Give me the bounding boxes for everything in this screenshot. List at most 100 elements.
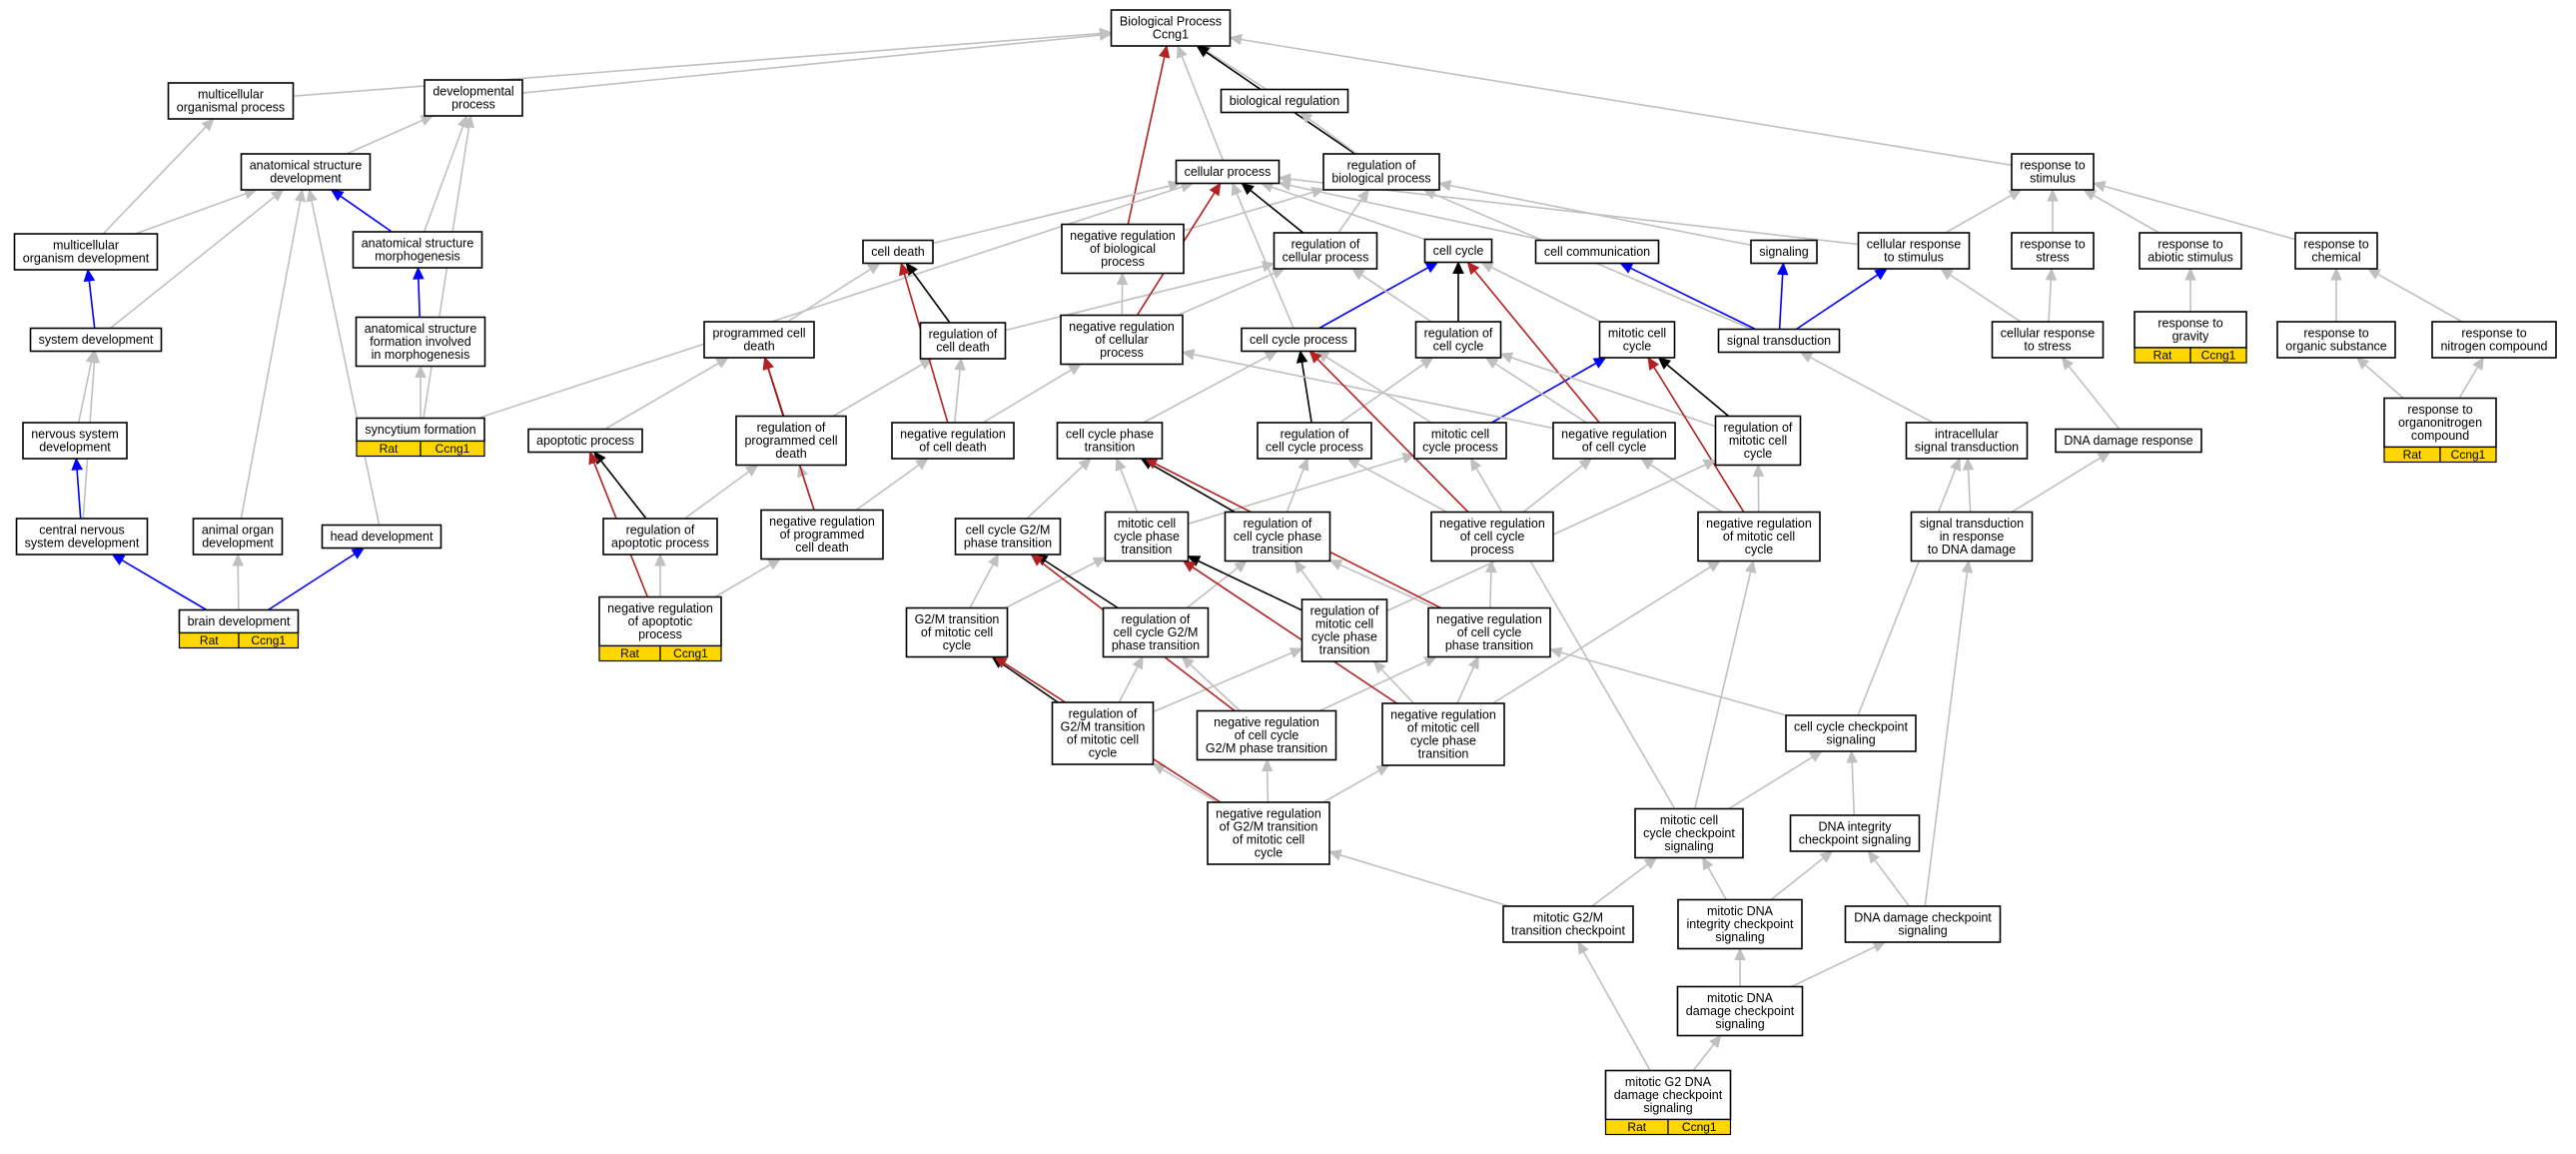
edge-is-a-nsd-to-sysdev <box>77 362 93 424</box>
go-term-node-ddr: DNA damage response <box>2055 428 2202 454</box>
node-box <box>954 518 1062 556</box>
node-label-line: of biological <box>1090 242 1156 256</box>
edge-is-a-stdd-to-ist <box>1967 469 1972 513</box>
edge-is-a-cellcycle-to-cellp <box>1271 186 1425 241</box>
edge-is-a-rcp-to-regbp <box>1337 198 1363 234</box>
species-tag-label: Rat <box>1627 1120 1646 1134</box>
edge-arrowhead <box>1068 363 1083 376</box>
node-label-line: signal transduction <box>1920 517 2024 531</box>
node-label-line: anatomical structure <box>362 237 474 251</box>
edge-is-a-asd-to-devp <box>346 119 424 155</box>
edge-is-a-mod-to-asd <box>135 193 247 235</box>
edge-arrowhead <box>1578 458 1593 471</box>
edge-arrowhead <box>1776 262 1789 276</box>
edge-is-a-g2mt-to-mccpt <box>1005 562 1097 609</box>
edge-arrowhead <box>111 554 126 566</box>
edge-arrowhead <box>83 268 96 283</box>
edge-part-of-rcp-to-cellp <box>1250 189 1304 234</box>
edge-positively-regulates-bd-to-cnsd <box>121 559 208 611</box>
edge-part-of-rmccpt-to-mccpt <box>1198 560 1302 611</box>
go-term-node-breg: biological regulation <box>1220 88 1349 114</box>
edge-arrowhead <box>306 188 318 203</box>
edge-is-a-ddr-to-crstress <box>2068 366 2121 431</box>
node-label-line: cellular process <box>1283 251 1369 265</box>
edge-arrowhead <box>1241 182 1255 196</box>
node-label-line: negative regulation <box>1439 517 1545 531</box>
node-label-line: syncytium formation <box>365 423 475 437</box>
species-tag-label: Rat <box>2403 448 2422 462</box>
edge-is-a-rcc-to-rcp <box>1360 274 1432 323</box>
node-box <box>1714 415 1802 467</box>
node-label-line: cell cycle process <box>1250 333 1347 347</box>
node-label-line: of cell cycle <box>1457 625 1522 639</box>
node-label-line: anatomical structure <box>250 159 363 173</box>
node-label-line: cell death <box>936 341 990 355</box>
go-term-node-signaling: signaling <box>1750 239 1818 265</box>
edge-is-a-syncf-to-devp <box>423 126 470 419</box>
node-label-line: animal organ <box>202 524 274 538</box>
edge-is-a-nrccp-to-rccp <box>1356 463 1447 514</box>
edge-arrowhead <box>1181 655 1195 669</box>
node-box <box>1598 321 1676 359</box>
edge-arrowhead <box>2045 267 2058 281</box>
edge-is-a-rg2mt-to-rmccpt <box>1153 651 1292 713</box>
node-box <box>29 327 163 353</box>
edge-arrowhead <box>1099 29 1113 41</box>
node-box <box>1910 511 2034 563</box>
edge-is-a-rooc-to-rnc <box>2458 366 2479 399</box>
node-label-line: multicellular <box>198 88 264 102</box>
node-label-line: mitotic G2 DNA <box>1625 1075 1712 1089</box>
edge-arrowhead <box>1702 460 1717 471</box>
go-term-node-celldeath: cell death <box>862 239 934 265</box>
node-label-line: regulation of <box>1310 604 1379 618</box>
node-label-line: negative regulation <box>1436 612 1542 626</box>
node-label-line: of cell cycle <box>1460 530 1525 544</box>
node-box <box>2431 321 2557 359</box>
edge-is-a-rccpt-to-rccp <box>1286 469 1304 513</box>
node-label-line: biological process <box>1331 172 1430 186</box>
go-term-node-apop: apoptotic process <box>527 428 643 454</box>
edge-arrowhead <box>915 458 929 471</box>
node-box <box>1061 223 1185 275</box>
node-label-line: cycle <box>1744 447 1773 461</box>
node-label-line: cycle phase <box>1410 734 1476 748</box>
node-label-line: developmental <box>432 85 513 99</box>
node-box <box>527 428 643 454</box>
node-box <box>760 509 884 561</box>
node-box <box>1604 1069 1732 1121</box>
edge-arrowhead <box>1592 357 1607 369</box>
edge-positively-regulates-sysdev-to-mod <box>88 280 96 329</box>
edge-arrowhead <box>2083 189 2098 201</box>
edge-is-a-nrg2mt-to-rg2mt <box>1162 768 1218 803</box>
node-box <box>1104 511 1190 563</box>
edge-is-a-cccs-to-nrccpt <box>1560 651 1787 716</box>
node-box <box>602 518 718 556</box>
edge-is-a-mccpt-to-mccp <box>1188 457 1404 526</box>
node-label-line: apoptotic process <box>611 537 709 551</box>
node-label-line: of mitotic cell <box>1723 530 1795 544</box>
edge-is-a-nrccg2m-to-rccg2m <box>1189 663 1242 712</box>
node-label-line: programmed cell <box>744 434 837 448</box>
node-box <box>1220 88 1349 114</box>
node-box <box>2134 311 2247 349</box>
edge-is-a-cccs-to-ist <box>1857 468 1957 716</box>
node-label-line: signaling <box>1643 1101 1692 1115</box>
gene-tag <box>1667 1118 1732 1136</box>
node-label-line: checkpoint signaling <box>1799 833 1912 847</box>
edge-arrowhead <box>415 365 427 378</box>
edge-is-a-crstress-to-rstress <box>2048 279 2053 323</box>
node-label-line: organonitrogen <box>2398 416 2482 430</box>
node-box <box>1414 321 1502 359</box>
node-label-line: G2/M transition <box>915 612 1000 626</box>
edge-is-a-dnaics-to-cccs <box>1851 761 1856 816</box>
node-label-line: death <box>775 447 806 461</box>
node-label-line: G2/M transition <box>1061 720 1146 734</box>
